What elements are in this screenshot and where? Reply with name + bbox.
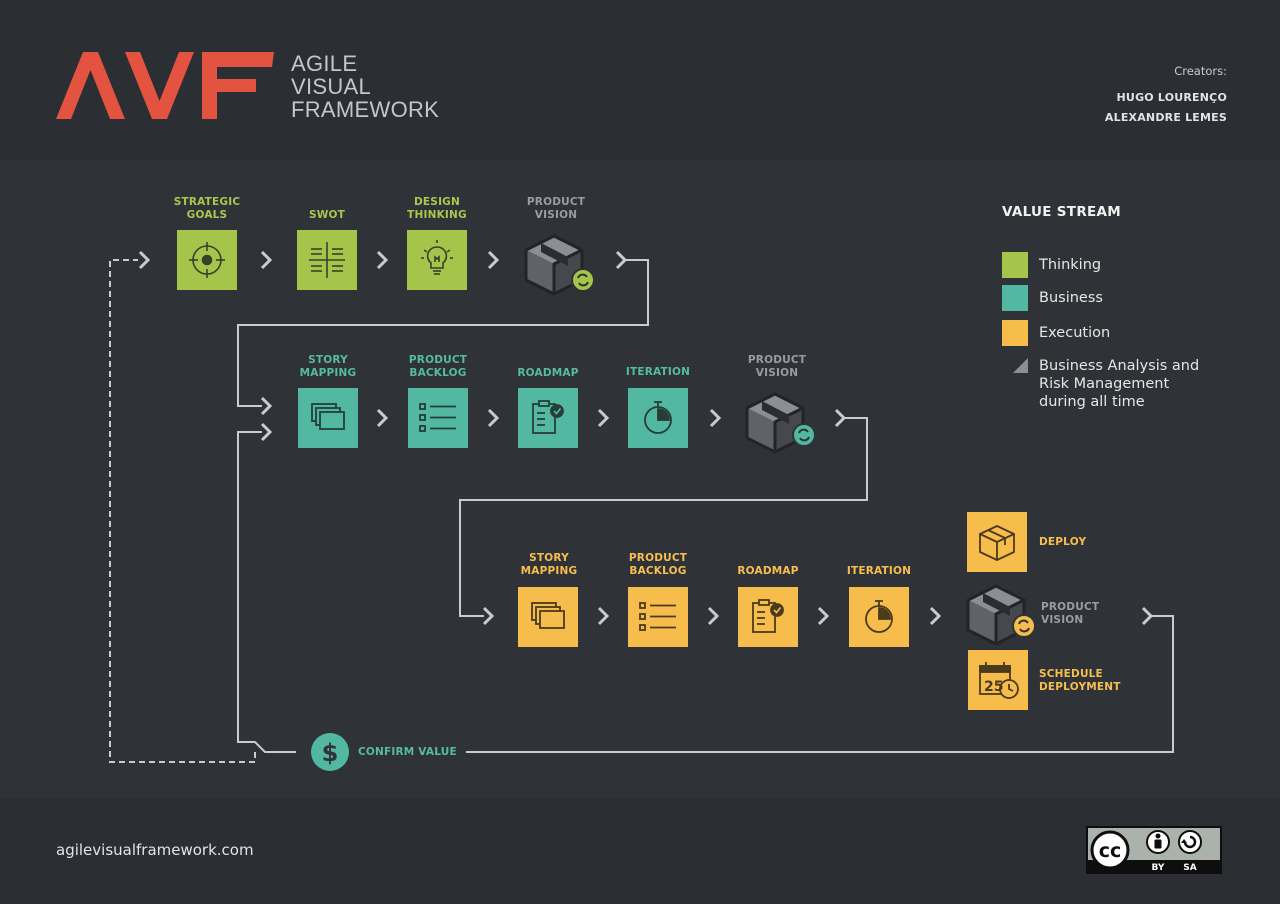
clipboard-check-icon: [752, 599, 784, 633]
stopwatch-icon: [644, 401, 672, 434]
list-icon: [419, 403, 456, 432]
product-box-icon: [966, 584, 1026, 646]
calendar-date: 25: [984, 679, 1003, 695]
arrow-icon: [709, 408, 721, 428]
story-mapping-node-2: [518, 587, 578, 647]
cc-by-sa-license-icon[interactable]: cc BY SA: [1086, 826, 1222, 874]
arrow-icon: [487, 408, 499, 428]
stacked-cards-icon: [311, 403, 345, 430]
calendar-clock-icon: [979, 662, 1019, 699]
legend-swatch-execution: [1002, 320, 1028, 346]
legend-title: VALUE STREAM: [1002, 204, 1122, 220]
target-icon: [189, 242, 225, 278]
arrow-icon: [834, 408, 846, 428]
creators-label: Creators:: [1174, 64, 1227, 78]
product-box-icon: [745, 392, 805, 454]
dollar-symbol: $: [322, 739, 339, 767]
product-backlog-node-1: [408, 388, 468, 448]
arrow-icon: [376, 250, 388, 270]
legend-triangle-icon: [1013, 358, 1028, 373]
lightbulb-icon: [421, 240, 453, 275]
deploy-node: [967, 512, 1027, 572]
footer-bar: [0, 798, 1280, 904]
arrow-icon: [597, 606, 609, 626]
label-deploy: DEPLOY: [1039, 536, 1087, 548]
arrow-icon: [487, 250, 499, 270]
swot-node: [297, 230, 357, 290]
legend-item-thinking: Thinking: [1039, 257, 1102, 273]
design-thinking-node: [407, 230, 467, 290]
feedback-dashed-line: [109, 259, 256, 763]
product-backlog-node-2: [628, 587, 688, 647]
iteration-node-2: [849, 587, 909, 647]
cc-text: cc: [1099, 840, 1122, 862]
arrow-icon: [817, 606, 829, 626]
label-iteration-2: ITERATION: [846, 565, 912, 577]
strategic-goals-node: [177, 230, 237, 290]
product-vision-node-1: [524, 234, 595, 296]
arrow-icon: [615, 250, 627, 270]
legend-item-business-analysis: Business Analysis and Risk Management du…: [1039, 358, 1200, 410]
roadmap-node-1: [518, 388, 578, 448]
arrow-icon: [138, 250, 150, 270]
arrow-icon: [482, 606, 494, 626]
logo-line-3: FRAMEWORK: [291, 97, 440, 122]
cc-sa-text: SA: [1183, 863, 1196, 873]
arrow-icon: [376, 408, 388, 428]
story-mapping-node-1: [298, 388, 358, 448]
arrow-icon: [260, 422, 272, 442]
stacked-cards-icon: [531, 602, 565, 629]
website-link[interactable]: agilevisualframework.com: [56, 841, 254, 859]
dollar-icon: [311, 733, 349, 771]
creator-name-2: ALEXANDRE LEMES: [1104, 111, 1227, 124]
legend-swatch-thinking: [1002, 252, 1028, 278]
stopwatch-icon: [865, 600, 893, 633]
list-icon: [639, 602, 676, 631]
iteration-node-1: [628, 388, 688, 448]
roadmap-node-2: [738, 587, 798, 647]
arrow-icon: [597, 408, 609, 428]
clipboard-check-icon: [532, 400, 564, 434]
arrow-icon: [260, 250, 272, 270]
legend-item-execution: Execution: [1039, 325, 1111, 341]
arrow-icon: [260, 396, 272, 416]
product-vision-node-3: [966, 584, 1036, 646]
label-swot: SWOT: [308, 209, 346, 221]
label-roadmap-1: ROADMAP: [517, 367, 579, 379]
logo-line-1: AGILE: [291, 51, 358, 76]
avf-logo-icon: [56, 52, 274, 119]
creator-name-1: HUGO LOURENÇO: [1116, 91, 1227, 104]
product-vision-node-2: [745, 392, 816, 454]
logo-line-2: VISUAL: [291, 74, 372, 99]
label-roadmap-2: ROADMAP: [737, 565, 799, 577]
schedule-deployment-node: 25: [968, 650, 1028, 710]
flow-connectors: [237, 259, 1174, 753]
box-outline-icon: [979, 525, 1015, 561]
label-confirm-value: CONFIRM VALUE: [358, 746, 457, 758]
confirm-value-node: $: [311, 733, 349, 771]
cc-by-text: BY: [1152, 863, 1165, 873]
arrow-icon: [707, 606, 719, 626]
arrow-icon: [929, 606, 941, 626]
swot-grid-icon: [309, 242, 345, 278]
legend-item-business: Business: [1039, 290, 1103, 306]
legend-swatch-business: [1002, 285, 1028, 311]
logo-wordmark: AGILE VISUAL FRAMEWORK: [291, 52, 439, 121]
label-iteration-1: ITERATION: [625, 366, 691, 378]
creators-block: Creators: HUGO LOURENÇO ALEXANDRE LEMES: [1105, 64, 1227, 128]
